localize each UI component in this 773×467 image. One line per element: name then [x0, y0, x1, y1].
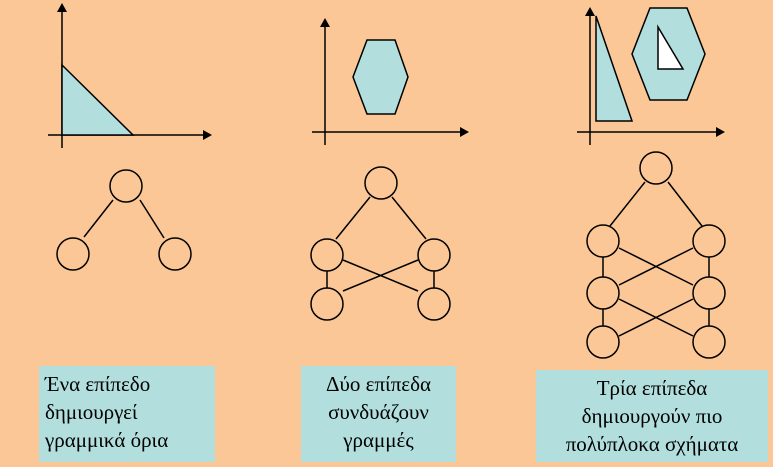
panel-3-edge — [618, 298, 694, 337]
panel-1-edge — [83, 199, 114, 238]
panel-2-hexagon-region — [352, 39, 409, 115]
panel-3-edge — [609, 181, 646, 227]
panel-1-x-axis-arrowhead — [203, 130, 212, 140]
panel-1-input-node — [56, 237, 90, 271]
panel-3-output-node — [639, 151, 673, 185]
panel-3-y-axis-arrowhead — [585, 7, 595, 16]
panel-2-input-node — [417, 287, 451, 321]
panel-1-caption-line: γραμμικά όρια — [45, 428, 169, 452]
panel-3-input-node — [586, 325, 620, 359]
panel-3-tall-triangle-region — [595, 15, 634, 122]
panel-2-caption-line: γραμμές — [343, 428, 414, 452]
panel-3-plot — [577, 7, 725, 145]
panel-2-caption-line: συνδυάζουν — [328, 400, 429, 424]
panel-3-input-node — [692, 325, 726, 359]
panel-2-x-axis-arrowhead — [460, 127, 469, 137]
panel-3-caption-line: Τρία επίπεδα — [596, 376, 708, 400]
panel-1-input-node — [158, 237, 192, 271]
panel-3-edge — [667, 181, 703, 227]
panel-3-x-axis-arrowhead — [716, 127, 725, 137]
panel-3-network — [586, 151, 726, 359]
panel-1-caption-line: δημιουργεί — [45, 400, 138, 424]
panel-3-caption: Τρία επίπεδα δημιουργούν πιο πολύπλοκα σ… — [536, 370, 768, 462]
panel-1-caption: Ένα επίπεδο δημιουργεί γραμμικά όρια — [39, 366, 215, 462]
panel-1-output-node — [109, 169, 143, 203]
panel-2-input-node — [310, 287, 344, 321]
panel-3-hidden-node — [586, 224, 620, 258]
panel-3-hidden-node — [692, 276, 726, 310]
panel-2-output-node — [364, 166, 398, 200]
panel-2-caption-line: Δύο επίπεδα — [325, 372, 432, 396]
panel-3-caption-line: δημιουργούν πιο — [581, 404, 723, 428]
panel-3-hidden-node — [586, 276, 620, 310]
panel-2-caption: Δύο επίπεδα συνδυάζουν γραμμές — [301, 366, 456, 462]
panel-2-hidden-node — [417, 238, 451, 272]
panel-2-edge — [335, 196, 371, 240]
panel-1-caption-line: Ένα επίπεδο — [45, 372, 151, 396]
panel-1-plot — [48, 3, 212, 148]
panel-3-caption-line: πολύπλοκα σχήματα — [565, 432, 739, 456]
panel-2-hidden-node — [310, 238, 344, 272]
panel-2-y-axis-arrowhead — [320, 18, 330, 27]
panel-2-edge — [342, 259, 419, 292]
panel-3-hidden-node — [692, 224, 726, 258]
panel-1-network — [56, 169, 192, 271]
panel-1-y-axis-arrowhead — [57, 3, 67, 12]
panel-3-edge — [618, 247, 694, 286]
panel-1-triangle-region — [61, 63, 135, 136]
panel-2-edge — [391, 196, 427, 240]
panel-2-plot — [312, 18, 469, 145]
panel-3-triangular-hole — [657, 24, 685, 70]
panel-1-edge — [139, 199, 165, 239]
panel-2-network — [310, 166, 451, 321]
